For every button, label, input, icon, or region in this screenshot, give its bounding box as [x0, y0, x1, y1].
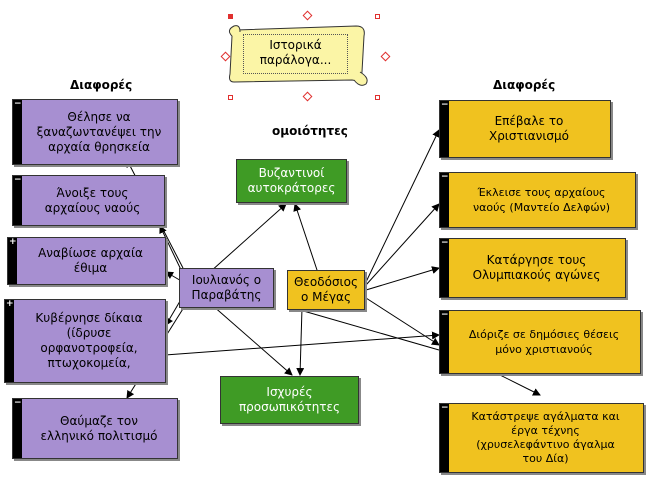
node-bar: −	[13, 399, 22, 458]
expand-icon: +	[6, 299, 14, 309]
heading-differences-right: Διαφορές	[493, 78, 556, 92]
selection-handle[interactable]	[375, 95, 380, 100]
collapse-icon: −	[441, 238, 449, 248]
selection-handle[interactable]	[228, 95, 233, 100]
left-node-5[interactable]: − Θαύμαζε τον ελληνικό πολιτισμό	[12, 398, 178, 459]
node-text: Επέβαλε το Χριστιανισμό	[488, 114, 570, 143]
left-node-2[interactable]: − Άνοιξε τους αρχαίους ναούς	[12, 175, 165, 226]
expand-icon: +	[9, 237, 17, 247]
node-text: Κατάργησε τους Ολυμπιακούς αγώνες	[472, 253, 601, 282]
selection-handle[interactable]	[375, 14, 380, 19]
julian-node[interactable]: Ιουλιανός ο Παραβάτης	[179, 268, 274, 308]
similarity-node-emperors[interactable]: Βυζαντινοί αυτοκράτορες	[236, 159, 347, 203]
node-text: Άνοιξε τους αρχαίους ναούς	[44, 185, 141, 215]
collapse-icon: −	[14, 398, 22, 408]
node-bar: −	[440, 101, 449, 157]
right-node-3[interactable]: − Κατάργησε τους Ολυμπιακούς αγώνες	[439, 238, 626, 298]
collapse-icon: −	[14, 99, 22, 109]
node-bar: −	[440, 239, 449, 297]
node-bar: −	[13, 176, 22, 225]
collapse-icon: −	[441, 172, 449, 182]
scroll-shape-icon	[228, 25, 368, 86]
node-bar: −	[13, 100, 22, 164]
left-node-1[interactable]: − Θέλησε να ξαναζωντανέψει την αρχαία θρ…	[12, 99, 178, 165]
left-node-4[interactable]: + Κυβέρνησε δίκαια (ίδρυσε ορφανοτροφεία…	[4, 299, 166, 383]
title-scroll[interactable]: Ιστορικά παράλογα...	[228, 20, 388, 88]
similarity-node-personalities[interactable]: Ισχυρές προσωπικότητες	[220, 376, 359, 424]
node-text: Αναβίωσε αρχαία έθιμα	[38, 246, 143, 275]
node-text: Θαύμαζε τον ελληνικό πολιτισμό	[40, 413, 158, 443]
selection-handle[interactable]	[228, 14, 233, 19]
right-node-2[interactable]: − Έκλεισε τους αρχαίους ναούς (Μαντείο Δ…	[439, 172, 636, 228]
node-text: Διόριζε σε δημόσιες θέσεις μόνο χριστιαν…	[468, 328, 620, 356]
heading-differences-left: Διαφορές	[70, 78, 133, 92]
theodosius-node[interactable]: Θεοδόσιος ο Μέγας	[287, 270, 365, 310]
heading-similarities: ομοιότητες	[272, 124, 348, 138]
node-bar: +	[5, 300, 14, 382]
node-bar: +	[8, 238, 17, 284]
node-text: Θέλησε να ξαναζωντανέψει την αρχαία θρησ…	[36, 109, 162, 154]
right-node-4[interactable]: − Διόριζε σε δημόσιες θέσεις μόνο χριστι…	[439, 310, 641, 374]
collapse-icon: −	[441, 100, 449, 110]
node-text: Κυβέρνησε δίκαια (ίδρυσε ορφανοτροφεία, …	[35, 311, 143, 370]
collapse-icon: −	[441, 403, 449, 413]
node-text: Έκλεισε τους αρχαίους ναούς (Μαντείο Δελ…	[472, 186, 611, 214]
collapse-icon: −	[441, 310, 449, 320]
collapse-icon: −	[14, 175, 22, 185]
node-bar: −	[440, 173, 449, 227]
right-node-5[interactable]: − Κατάστρεψε αγάλματα και έργα τέχνης (χ…	[439, 403, 644, 473]
node-bar: −	[440, 404, 449, 472]
node-text: Κατάστρεψε αγάλματα και έργα τέχνης (χρυ…	[471, 410, 620, 465]
title-text: Ιστορικά παράλογα...	[243, 34, 348, 74]
left-node-3[interactable]: + Αναβίωσε αρχαία έθιμα	[7, 237, 166, 285]
node-bar: −	[440, 311, 449, 373]
right-node-1[interactable]: − Επέβαλε το Χριστιανισμό	[439, 100, 611, 158]
